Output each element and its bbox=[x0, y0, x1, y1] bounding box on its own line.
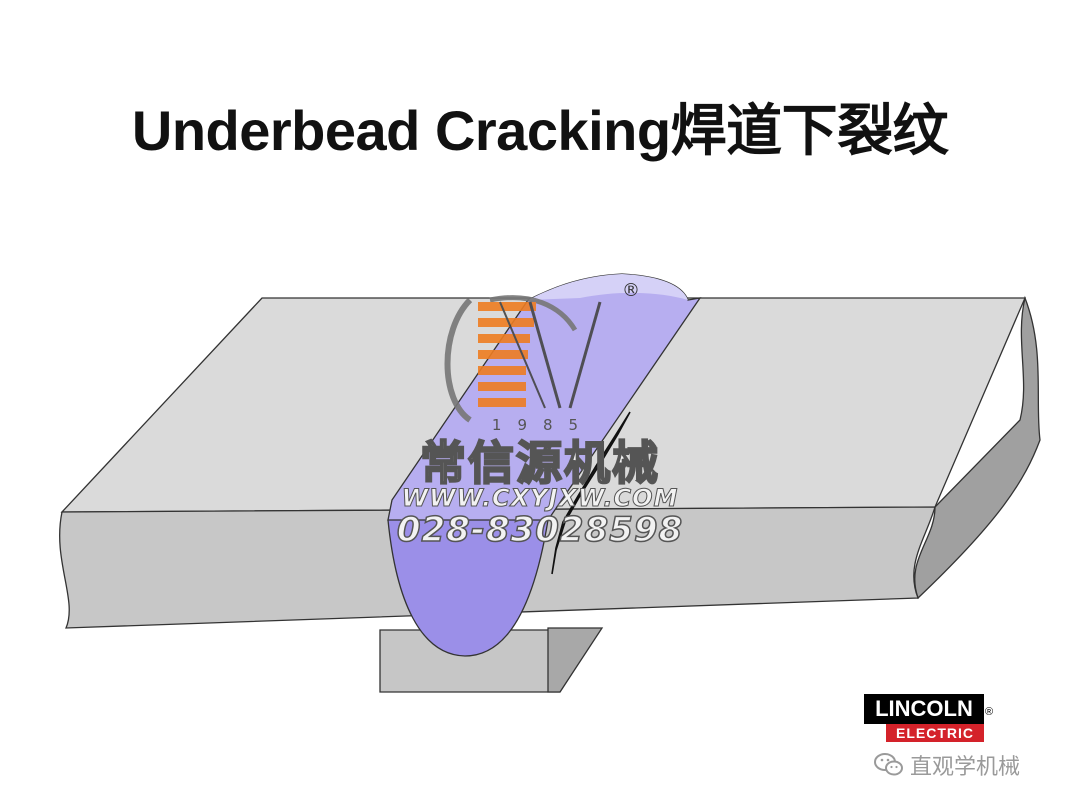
weld-bead-section bbox=[387, 511, 549, 657]
logo-top-text: LINCOLN bbox=[864, 694, 984, 724]
plate-side-face bbox=[914, 295, 1041, 600]
watermark-year: 1985 bbox=[491, 416, 595, 434]
watermark-phone: 028-83028598 bbox=[396, 509, 684, 551]
watermark-url: WWW.CXYJXW.COM bbox=[401, 484, 679, 513]
logo-registered-mark: ® bbox=[985, 706, 994, 718]
underbead-crack bbox=[551, 411, 631, 575]
watermark-company: 常信源机械 bbox=[419, 436, 660, 490]
source-watermark: 直观学机械 bbox=[874, 750, 1020, 780]
watermark-registered-mark: ® bbox=[622, 280, 640, 301]
weld-bead-cap bbox=[528, 274, 688, 300]
lincoln-electric-logo: LINCOLN ® ELECTRIC bbox=[864, 694, 998, 748]
watermark-logo bbox=[444, 295, 602, 423]
wechat-icon bbox=[874, 753, 903, 776]
source-watermark-text: 直观学机械 bbox=[910, 755, 1021, 780]
logo-bottom-text: ELECTRIC bbox=[886, 724, 984, 742]
page-title: Underbead Cracking焊道下裂纹 bbox=[131, 99, 949, 162]
